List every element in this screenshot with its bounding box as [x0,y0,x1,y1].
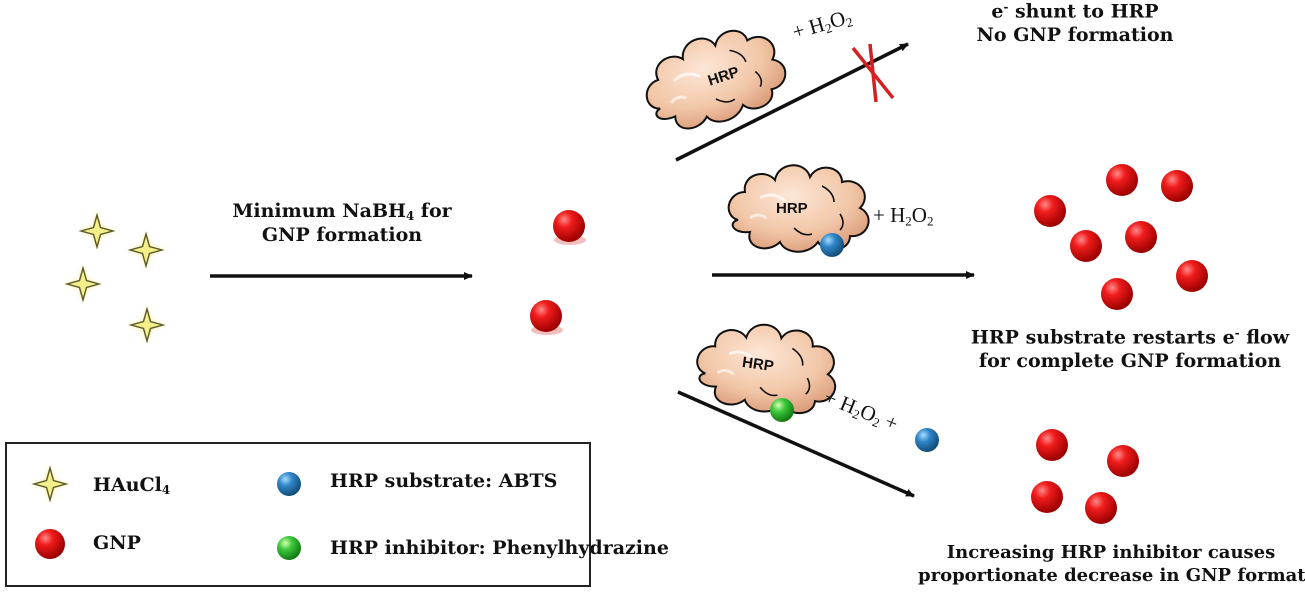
legend-substrate-icon [277,472,301,496]
legend-substrate-label: HRP substrate: ABTS [330,470,558,492]
gnp-particle [553,210,585,242]
haucl4-star [79,213,115,249]
gnp-particle [1031,481,1063,513]
hrp-label-middle: HRP [776,200,808,217]
legend-gnp-icon [35,529,65,559]
gnp-particle [1106,164,1138,196]
gnp-cluster-complete [1034,164,1208,310]
haucl4-star [129,307,165,343]
phenylhydrazine-inhibitor [770,398,794,422]
outcome-bottom-label: Increasing HRP inhibitor causes proporti… [918,542,1305,586]
gnp-particle [1036,429,1068,461]
gnp-particle [1085,492,1117,524]
haucl4-star [128,232,164,268]
gnp-particle [1034,195,1066,227]
gnp-particle [1101,278,1133,310]
bottom-branch-arrow [677,390,915,498]
gnp-cluster-reduced [1031,429,1139,524]
legend-haucl4-label: HAuCl4 [93,474,171,497]
gnp-particle [1107,445,1139,477]
abts-substrate [820,233,844,257]
outcome-middle-label: HRP substrate restarts e- flow for compl… [970,326,1290,373]
gnp-particle [1125,221,1157,253]
top-branch-arrow [675,42,909,162]
gnp-particle [1176,260,1208,292]
legend-inhibitor-label: HRP inhibitor: Phenylhydrazine [330,537,669,559]
gnp-particle [530,300,562,332]
legend [5,442,591,587]
no-formation-cross [851,43,895,103]
outcome-top-label: e- shunt to HRP No GNP formation [976,0,1174,47]
legend-inhibitor-icon [277,536,301,560]
gnp-particle [1070,230,1102,262]
gnp-particle [1161,170,1193,202]
haucl4-star [65,266,101,302]
h2o2-middle-label: + H2O2 [873,203,934,229]
step1-label: Minimum NaBH4 for GNP formation [232,200,452,246]
initial-gnps [530,210,586,335]
legend-gnp-label: GNP [93,532,141,554]
abts-substrate [915,428,939,452]
